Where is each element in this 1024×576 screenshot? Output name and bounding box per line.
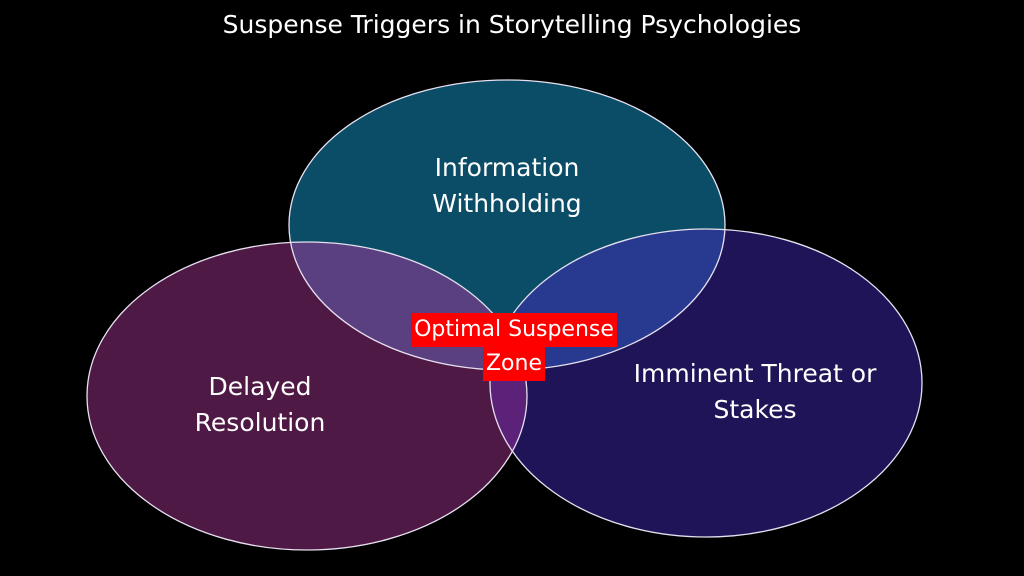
label-line: Imminent Threat or <box>633 359 877 388</box>
zone-line: Optimal Suspense <box>411 313 617 347</box>
diagram-title: Suspense Triggers in Storytelling Psycho… <box>222 10 802 39</box>
zone-line: Zone <box>482 347 545 381</box>
label-line: Stakes <box>713 395 797 424</box>
label-delayed-resolution: Delayed Resolution <box>110 369 410 441</box>
label-line: Information <box>434 153 580 182</box>
label-line: Withholding <box>432 189 582 218</box>
overlap-top-right <box>490 229 725 370</box>
optimal-suspense-zone-label: Optimal Suspense Zone <box>391 313 637 381</box>
label-line: Delayed <box>208 372 312 401</box>
label-imminent-threat: Imminent Threat or Stakes <box>595 356 915 428</box>
label-line: Resolution <box>194 408 326 437</box>
label-information-withholding: Information Withholding <box>357 150 657 222</box>
